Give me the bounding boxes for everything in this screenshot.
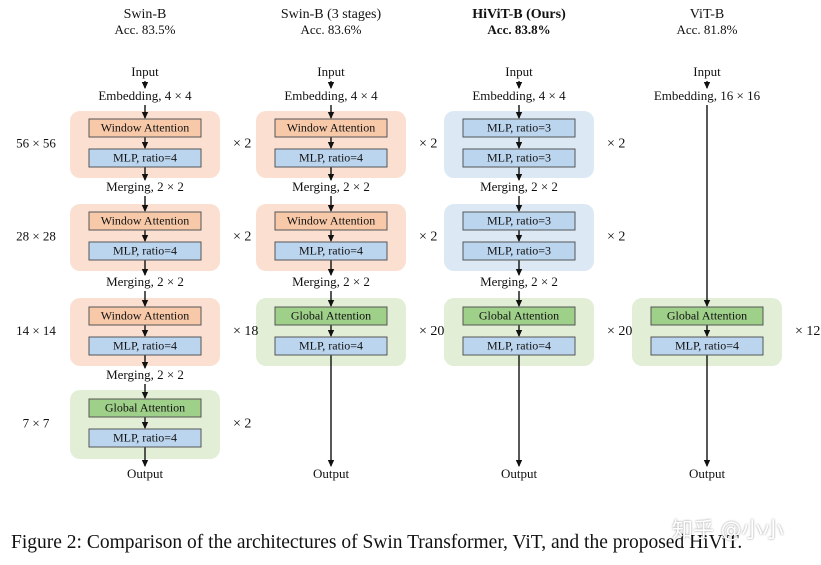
output-label: Output xyxy=(501,466,538,481)
block-label: MLP, ratio=4 xyxy=(113,430,177,444)
resolution-label: 28 × 28 xyxy=(16,228,56,243)
global-attention-block xyxy=(462,306,576,326)
output-label: Output xyxy=(313,466,350,481)
block-label: Window Attention xyxy=(287,213,376,227)
mlp-block xyxy=(274,148,388,168)
mlp-block xyxy=(462,336,576,356)
mlp-block xyxy=(462,118,576,138)
block-label: MLP, ratio=4 xyxy=(113,338,177,352)
block-label: Window Attention xyxy=(101,308,190,322)
block-layer xyxy=(88,118,764,448)
input-label: Input xyxy=(505,64,533,79)
global-attention-block xyxy=(274,306,388,326)
repeat-count: × 2 xyxy=(419,230,437,245)
mlp-block xyxy=(274,241,388,261)
mlp-block xyxy=(650,336,764,356)
repeat-count: × 2 xyxy=(233,230,251,245)
figure-caption: Figure 2: Comparison of the architecture… xyxy=(11,532,743,553)
repeat-count: × 20 xyxy=(419,324,444,339)
window-attention-block xyxy=(88,118,202,138)
embedding-label: Embedding, 4 × 4 xyxy=(284,88,378,103)
resolution-label: 7 × 7 xyxy=(23,415,50,430)
block-label: MLP, ratio=4 xyxy=(487,338,551,352)
resolution-label: 56 × 56 xyxy=(16,135,56,150)
column-title: HiViT-B (Ours) xyxy=(472,7,566,22)
repeat-count: × 12 xyxy=(795,324,820,339)
global-attention-block xyxy=(650,306,764,326)
connector-layer xyxy=(141,81,711,467)
global-attention-block xyxy=(88,398,202,418)
window-attention-block xyxy=(274,211,388,231)
column-accuracy: Acc. 81.8% xyxy=(676,22,737,37)
output-label: Output xyxy=(127,466,164,481)
merging-label: Merging, 2 × 2 xyxy=(292,274,370,289)
block-label: MLP, ratio=3 xyxy=(487,120,551,134)
mlp-block xyxy=(462,211,576,231)
block-label: Window Attention xyxy=(287,120,376,134)
column-title: Swin-B xyxy=(124,7,167,22)
block-label: MLP, ratio=3 xyxy=(487,150,551,164)
window-attention-block xyxy=(88,211,202,231)
block-label: MLP, ratio=4 xyxy=(113,243,177,257)
input-label: Input xyxy=(317,64,345,79)
embedding-label: Embedding, 4 × 4 xyxy=(472,88,566,103)
block-label: Global Attention xyxy=(667,308,747,322)
mlp-block xyxy=(462,241,576,261)
merging-label: Merging, 2 × 2 xyxy=(106,367,184,382)
mlp-block xyxy=(88,336,202,356)
block-label: Window Attention xyxy=(101,213,190,227)
block-label: Global Attention xyxy=(479,308,559,322)
window-attention-block xyxy=(274,118,388,138)
repeat-count: × 2 xyxy=(233,137,251,152)
watermark-text: 知乎 @小小 xyxy=(672,518,784,542)
repeat-count: × 20 xyxy=(607,324,632,339)
block-label: MLP, ratio=3 xyxy=(487,213,551,227)
mlp-block xyxy=(88,148,202,168)
window-attention-block xyxy=(88,306,202,326)
input-label: Input xyxy=(693,64,721,79)
column-accuracy: Acc. 83.5% xyxy=(114,22,175,37)
mlp-block xyxy=(88,428,202,448)
input-label: Input xyxy=(131,64,159,79)
block-label: MLP, ratio=4 xyxy=(675,338,739,352)
block-label: MLP, ratio=4 xyxy=(299,243,363,257)
block-label: Window Attention xyxy=(101,120,190,134)
block-label: MLP, ratio=3 xyxy=(487,243,551,257)
embedding-label: Embedding, 16 × 16 xyxy=(654,88,761,103)
block-label: MLP, ratio=4 xyxy=(113,150,177,164)
repeat-count: × 18 xyxy=(233,324,258,339)
merging-label: Merging, 2 × 2 xyxy=(106,274,184,289)
repeat-count: × 2 xyxy=(607,230,625,245)
column-accuracy: Acc. 83.8% xyxy=(487,22,550,37)
repeat-count: × 2 xyxy=(607,137,625,152)
block-label: Global Attention xyxy=(291,308,371,322)
resolution-label: 14 × 14 xyxy=(16,323,56,338)
block-label: MLP, ratio=4 xyxy=(299,338,363,352)
embedding-label: Embedding, 4 × 4 xyxy=(98,88,192,103)
repeat-count: × 2 xyxy=(419,137,437,152)
column-accuracy: Acc. 83.6% xyxy=(300,22,361,37)
merging-label: Merging, 2 × 2 xyxy=(480,274,558,289)
mlp-block xyxy=(462,148,576,168)
column-title: ViT-B xyxy=(690,7,724,22)
block-label: MLP, ratio=4 xyxy=(299,150,363,164)
column-title: Swin-B (3 stages) xyxy=(281,7,382,22)
merging-label: Merging, 2 × 2 xyxy=(292,179,370,194)
repeat-count: × 2 xyxy=(233,417,251,432)
block-label: Global Attention xyxy=(105,400,185,414)
mlp-block xyxy=(274,336,388,356)
merging-label: Merging, 2 × 2 xyxy=(106,179,184,194)
output-label: Output xyxy=(689,466,726,481)
merging-label: Merging, 2 × 2 xyxy=(480,179,558,194)
mlp-block xyxy=(88,241,202,261)
